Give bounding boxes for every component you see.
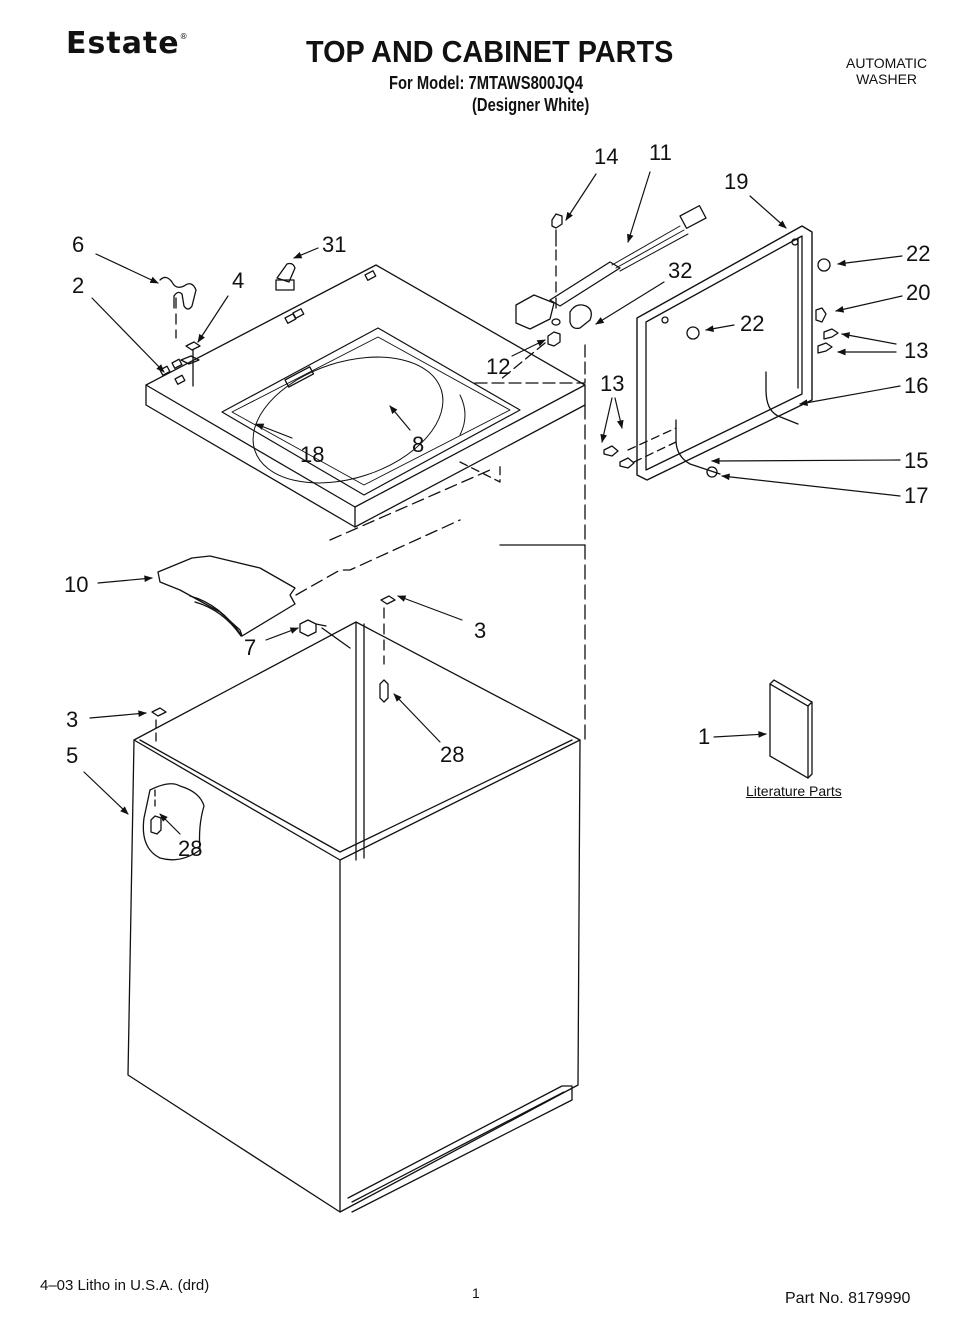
arrow-28-right [393,693,441,743]
callout-32: 32 [668,258,693,283]
literature-parts-label: Literature Parts [746,783,842,799]
callout-31: 31 [322,232,347,257]
callout-12: 12 [486,354,511,379]
callout-8: 8 [412,432,425,457]
arrow-5 [83,771,129,815]
arrow-1 [713,731,767,738]
small-clips-drawing [159,262,296,387]
arrow-18 [255,423,293,439]
arrow-32 [595,281,665,325]
product-type-line1: AUTOMATIC [846,55,928,71]
arrow-10 [97,575,153,584]
callout-13-left: 13 [600,371,625,396]
literature-book-drawing [769,679,813,779]
arrow-11 [627,171,651,243]
console-frame-drawing [603,225,839,481]
arrow-22-top [837,255,903,267]
callout-2: 2 [72,273,85,298]
callout-3-upper: 3 [474,618,487,643]
arrow-15 [711,457,901,465]
callout-5: 5 [66,743,79,768]
arrow-13-c [600,397,613,443]
arrow-12 [511,339,546,357]
product-type: AUTOMATIC WASHER [846,55,927,87]
lid-switch-harness-drawing [469,205,707,384]
top-panel-drawing [145,264,586,541]
arrow-2 [91,297,165,373]
callout-19: 19 [724,169,749,194]
callout-1: 1 [698,724,711,749]
callout-22-top: 22 [906,241,931,266]
cabinet-drawing [127,404,586,1213]
brand-logo: Estate® [66,26,189,61]
callout-13-right: 13 [904,338,929,363]
hinge-bracket-drawing [157,519,461,649]
arrow-17 [721,473,901,497]
arrow-16 [799,385,901,406]
callout-4: 4 [232,268,245,293]
callout-14: 14 [594,144,619,169]
arrow-31 [293,247,319,259]
callout-16: 16 [904,373,929,398]
callout-10: 10 [64,572,89,597]
arrow-19 [749,195,787,229]
page-number: 1 [472,1285,480,1301]
arrow-3-upper [397,595,463,621]
callout-18: 18 [300,442,325,467]
part-number: Part No. 8179990 [785,1290,911,1307]
color-line: (Designer White) [472,95,590,115]
callout-28-left: 28 [178,836,203,861]
callout-17: 17 [904,483,929,508]
callout-20: 20 [906,280,931,305]
arrow-3-lower [89,710,147,719]
litho-note: 4–03 Litho in U.S.A. (drd) [40,1277,210,1294]
arrow-7 [265,627,299,641]
arrow-8 [389,405,411,431]
arrow-22-mid [705,324,735,332]
arrow-20 [835,295,903,313]
callout-22-mid: 22 [740,311,765,336]
leader-arrows [83,171,903,835]
brand-name: Estate [66,26,180,61]
callout-3-lower: 3 [66,707,79,732]
arrow-13-d [614,397,624,429]
page-title: TOP AND CABINET PARTS [306,34,674,69]
arrow-28-left [159,813,181,835]
arrow-4 [197,295,229,343]
callout-28-right: 28 [440,742,465,767]
callout-7: 7 [244,635,257,660]
model-line: For Model: 7MTAWS800JQ4 [389,73,584,93]
callout-11: 11 [649,140,672,165]
callout-6: 6 [72,232,85,257]
arrow-6 [95,253,159,284]
arrow-13-a [841,332,897,345]
arrow-14 [565,173,597,221]
product-type-line2: WASHER [856,71,918,87]
registered-mark: ® [179,32,189,41]
callout-15: 15 [904,448,929,473]
